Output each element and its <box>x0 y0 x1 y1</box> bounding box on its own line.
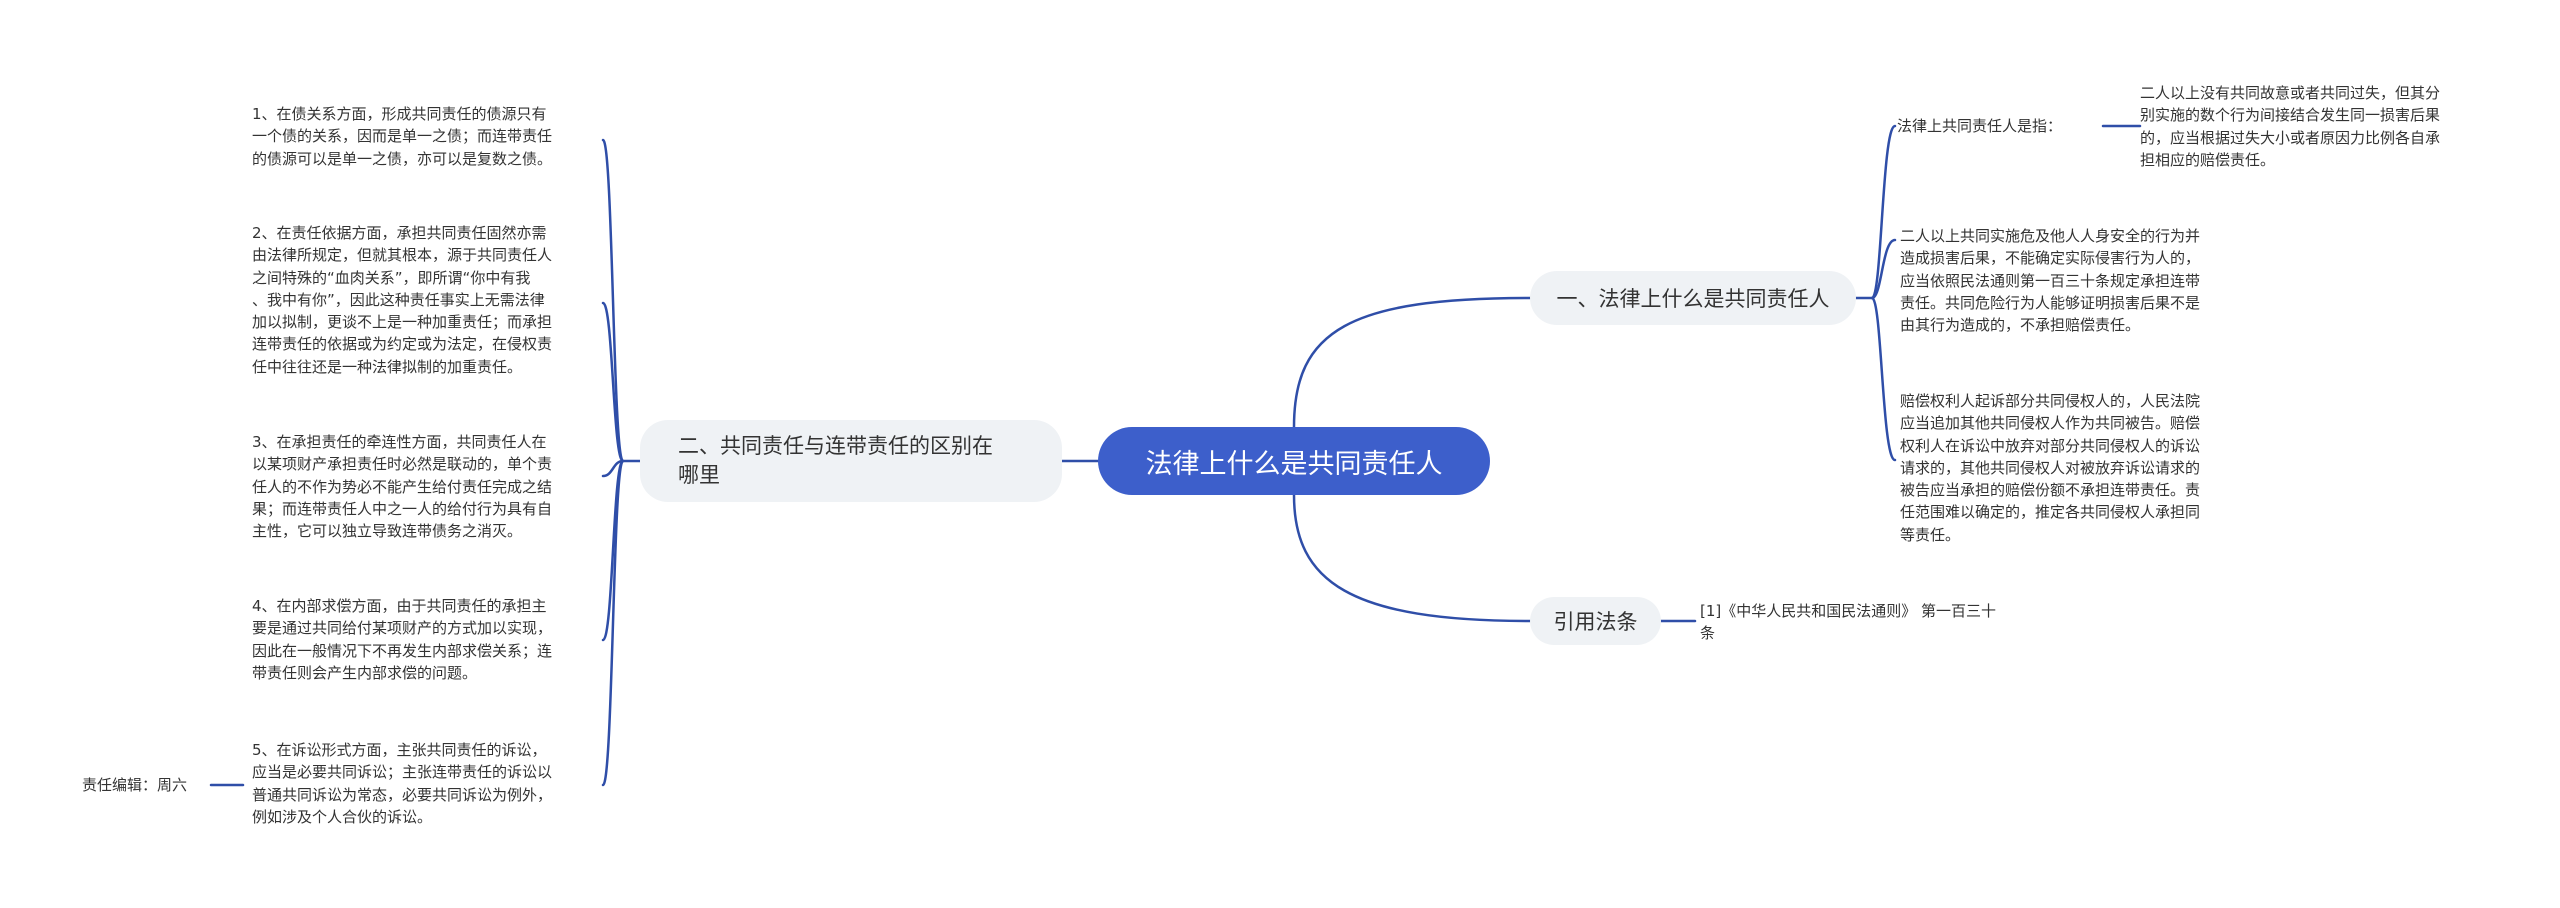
branch-difference[interactable]: 二、共同责任与连带责任的区别在 哪里 <box>640 420 1062 502</box>
leaf-cited-law-text: [1]《中华人民共和国民法通则》 第一百三十 条 <box>1700 602 1997 643</box>
subtopic-definition-label: 法律上共同责任人是指： <box>1897 117 2063 135</box>
link-b3-leaves <box>601 138 642 463</box>
editor-credit: 责任编辑：周六 <box>82 776 188 794</box>
branch-cited-law[interactable]: 引用法条 <box>1530 597 1661 645</box>
link-b3-leaf2 <box>601 301 625 463</box>
leaf-difference-4: 4、在内部求偿方面，由于共同责任的承担主 要是通过共同给付某项财产的方式加以实现… <box>252 597 553 682</box>
branch-label: 一、法律上什么是共同责任人 <box>1556 287 1830 311</box>
link-b3-leaf3 <box>601 459 625 478</box>
leaf-definition-text: 二人以上没有共同故意或者共同过失，但其分 别实施的数个行为间接结合发生同一损害后… <box>2140 84 2441 169</box>
link-b1-sub <box>1854 124 1897 300</box>
leaf-difference-2: 2、在责任依据方面，承担共同责任固然亦需 由法律所规定，但就其根本，源于共同责任… <box>252 224 553 376</box>
root-topic-label: 法律上什么是共同责任人 <box>1145 448 1443 480</box>
link-root-b1 <box>1292 296 1532 429</box>
leaf-difference-5: 5、在诉讼形式方面，主张共同责任的诉讼， 应当是必要共同诉讼；主张连带责任的诉讼… <box>252 741 553 826</box>
root-topic[interactable]: 法律上什么是共同责任人 <box>1098 427 1490 495</box>
leaf-difference-3: 3、在承担责任的牵连性方面，共同责任人在 以某项财产承担责任时必然是联动的，单个… <box>252 433 553 541</box>
link-b1-leaf2 <box>1870 296 1897 462</box>
branch-label: 二、共同责任与连带责任的区别在 哪里 <box>678 434 993 487</box>
link-root-b2 <box>1292 493 1532 623</box>
leaf-difference-1: 1、在债关系方面，形成共同责任的债源只有 一个债的关系，因而是单一之债；而连带责… <box>252 105 553 168</box>
branch-label: 引用法条 <box>1553 610 1638 634</box>
leaf-compensation-text: 赔偿权利人起诉部分共同侵权人的，人民法院 应当追加其他共同侵权人作为共同被告。赔… <box>1900 392 2201 544</box>
leaf-joint-danger-text: 二人以上共同实施危及他人人身安全的行为并 造成损害后果，不能确定实际侵害行为人的… <box>1900 227 2201 335</box>
branch-what-is-joint-liable-person[interactable]: 一、法律上什么是共同责任人 <box>1530 271 1856 325</box>
link-b1-leaf1 <box>1870 238 1897 300</box>
link-b3-leaf5 <box>601 459 625 787</box>
